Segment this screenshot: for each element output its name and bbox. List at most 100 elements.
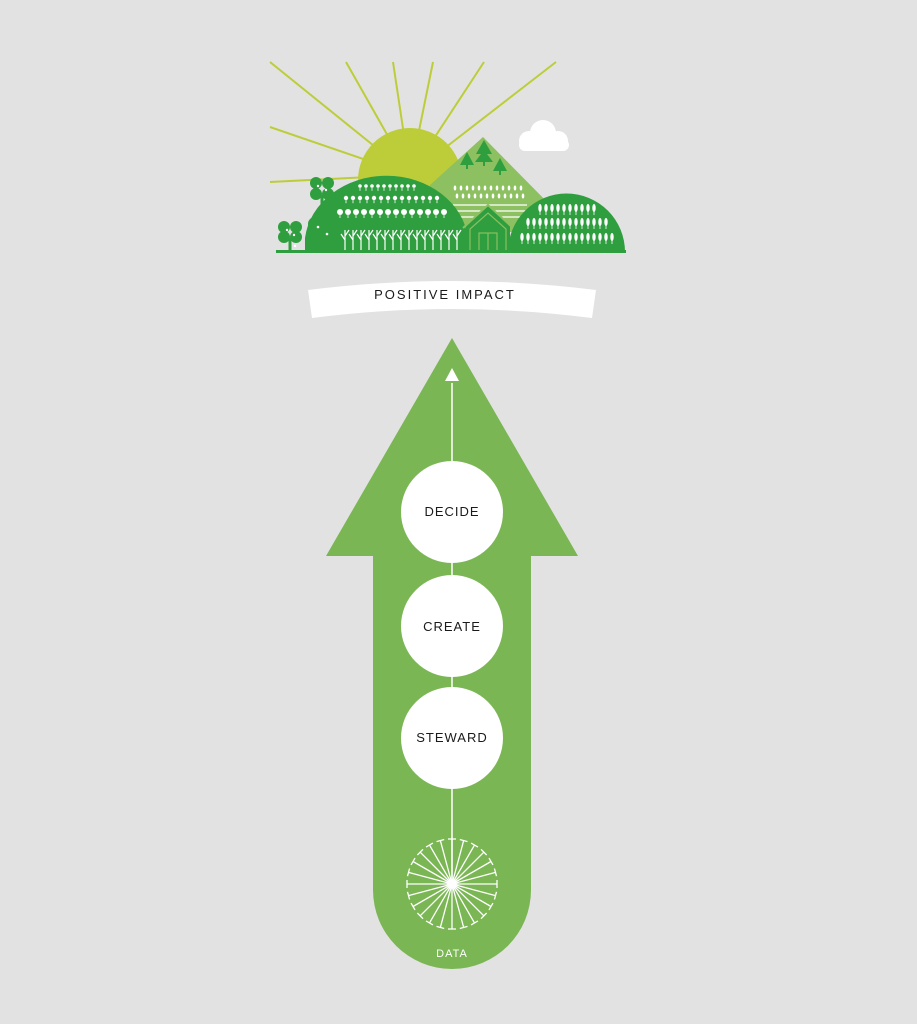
flower-dot	[377, 209, 383, 215]
flower-dot	[392, 195, 398, 201]
orchard-trunk	[581, 212, 583, 215]
seed-spoke	[451, 844, 476, 885]
flower-stem	[363, 215, 365, 218]
corn-stalk	[356, 229, 366, 250]
orchard-tree	[544, 218, 548, 226]
flower-dot	[385, 195, 391, 201]
orchard-trunk	[569, 226, 571, 229]
sprout	[455, 193, 459, 199]
flower-dot	[343, 195, 349, 201]
seed-spoke	[451, 860, 492, 885]
seed-tip	[488, 902, 494, 911]
corn-stalk	[444, 229, 454, 250]
flower-dot	[434, 195, 440, 201]
flower-dot	[385, 209, 391, 215]
orchard-tree	[586, 218, 590, 226]
orchard-trunk	[539, 226, 541, 229]
orchard-tree	[538, 218, 542, 226]
orchard-trunk	[533, 241, 535, 244]
orchard-trunk	[587, 226, 589, 229]
step-steward: STEWARD	[401, 687, 503, 789]
corn-stalk	[412, 229, 422, 250]
sprout	[489, 185, 493, 191]
orchard-trunk	[545, 241, 547, 244]
flower-stem	[422, 200, 424, 204]
flower-dot	[382, 184, 386, 188]
orchard-tree	[538, 204, 542, 212]
orchard-trunk	[527, 226, 529, 229]
orchard-trunk	[587, 212, 589, 215]
sprout	[483, 185, 487, 191]
orchard-tree	[550, 233, 554, 241]
orchard-rows	[520, 204, 614, 244]
flower-dot	[406, 195, 412, 201]
sprout	[521, 193, 525, 199]
seed-tip	[459, 925, 468, 930]
flower-stem	[371, 215, 373, 218]
orchard-tree	[604, 218, 608, 226]
flower-dot	[371, 195, 377, 201]
flower-stem	[415, 200, 417, 204]
orchard-tree	[568, 218, 572, 226]
seed-spoke	[451, 840, 465, 885]
orchard-tree	[556, 233, 560, 241]
orchard-tree	[544, 204, 548, 212]
flower-stem	[345, 200, 347, 204]
tree-icon-group	[460, 140, 507, 175]
flower-dot	[406, 184, 410, 188]
orchard-trunk	[563, 212, 565, 215]
flower-stem	[352, 200, 354, 204]
orchard-tree	[520, 233, 524, 241]
seed-spoke	[439, 883, 453, 928]
seed-tip	[480, 848, 488, 856]
sprout	[473, 193, 477, 199]
flower-dot	[358, 184, 362, 188]
sprout	[479, 193, 483, 199]
seed-tip	[470, 842, 479, 848]
orchard-trunk	[557, 241, 559, 244]
flower-dot	[401, 209, 407, 215]
orchard-tree	[532, 233, 536, 241]
flower-stem	[435, 215, 437, 218]
flower-stem	[443, 215, 445, 218]
corn-stalk	[428, 229, 438, 250]
orchard-trunk	[599, 241, 601, 244]
orchard-trunk	[569, 241, 571, 244]
corn-stalk	[452, 229, 462, 250]
cloud-icon	[519, 120, 569, 151]
flower-dot	[388, 184, 392, 188]
seed-spoke	[451, 883, 496, 897]
data-label: DATA	[436, 948, 468, 960]
step-label: CREATE	[423, 619, 481, 634]
flower-dot	[413, 195, 419, 201]
orchard-trunk	[545, 212, 547, 215]
orchard-trunk	[581, 241, 583, 244]
seed-spoke	[428, 844, 453, 885]
orchard-tree	[568, 204, 572, 212]
flower-stem	[427, 215, 429, 218]
flower-dot	[433, 209, 439, 215]
flower-stem	[373, 200, 375, 204]
ground	[276, 250, 626, 253]
orchard-tree	[556, 218, 560, 226]
seed-spoke	[451, 883, 465, 928]
orchard-tree	[586, 204, 590, 212]
flower-dot	[441, 209, 447, 215]
flower-dot	[394, 184, 398, 188]
dandelion-icon	[406, 838, 498, 930]
orchard-tree	[610, 233, 614, 241]
flower-stem	[395, 215, 397, 218]
flower-stem	[395, 187, 397, 191]
crop-row	[453, 185, 525, 199]
orchard-trunk	[557, 212, 559, 215]
orchard-trunk	[605, 241, 607, 244]
step-label: STEWARD	[416, 730, 488, 745]
flower-dot	[345, 209, 351, 215]
seed-tip	[416, 912, 424, 920]
flower-stem	[387, 200, 389, 204]
seed-spoke	[419, 851, 453, 885]
flower-dot	[393, 209, 399, 215]
orchard-tree	[592, 218, 596, 226]
corn-stalk	[380, 229, 390, 250]
orchard-tree	[580, 233, 584, 241]
